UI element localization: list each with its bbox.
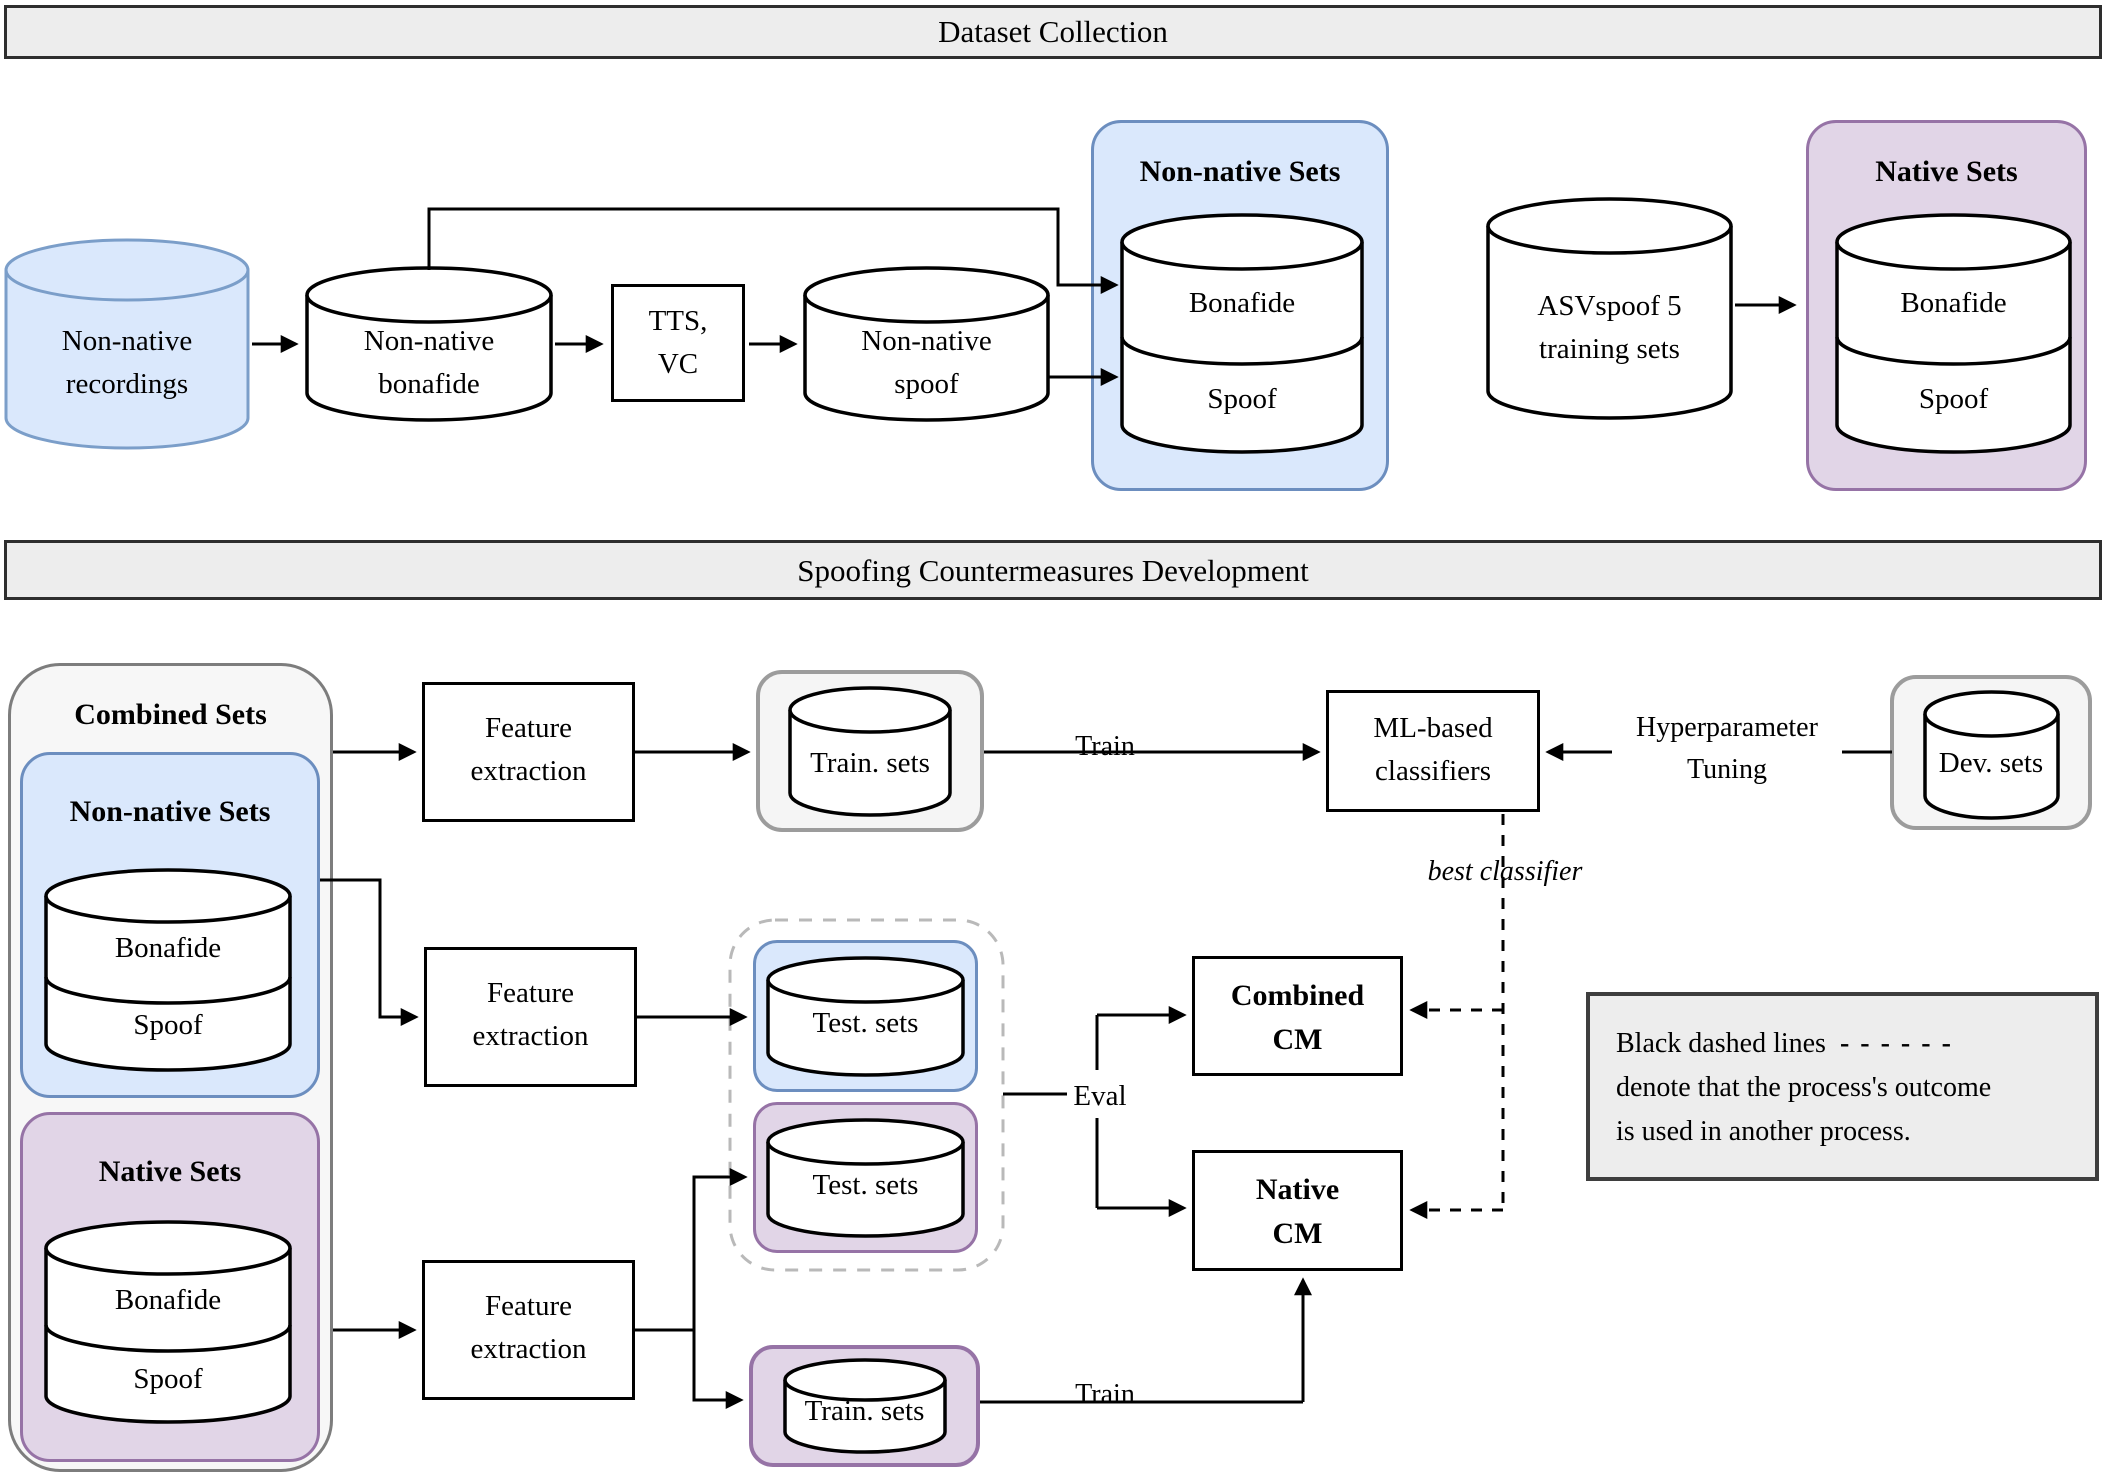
test-sets-native-label: Test. sets: [812, 1169, 919, 1201]
dataset-collection-title: Dataset Collection: [938, 14, 1168, 49]
train-sets-combined-label: Train. sets: [810, 747, 930, 779]
combined-sets-title: Combined Sets: [74, 698, 267, 731]
native-sets-bonafide-label: Bonafide: [1900, 287, 2007, 319]
database-icon-asvspoof: [1486, 197, 1733, 420]
legend-text: Black dashed lines - - - - - - denote th…: [1616, 1028, 1992, 1147]
database-icon-train-sets-combined: [788, 686, 952, 817]
combined-nonnative-title: Non-native Sets: [69, 795, 271, 828]
nonnative-sets-bonafide-label: Bonafide: [1188, 287, 1296, 319]
nonnative-sets-spoof-label: Spoof: [1207, 383, 1277, 415]
native-sets-spoof-label: Spoof: [1918, 383, 1989, 415]
legend-box: [1586, 992, 2099, 1181]
train-sets-native-label: Train. sets: [804, 1395, 925, 1427]
feature-extraction-box-1: [422, 682, 635, 822]
native-cm-box: [1192, 1150, 1403, 1271]
combined-native-spoof-label: Spoof: [133, 1363, 203, 1395]
database-icon-nonnative-recordings: [4, 238, 250, 450]
dev-sets-label: Dev. sets: [1938, 747, 2044, 779]
database-icon-dev-sets: [1923, 690, 2060, 820]
eval-label: Eval: [1073, 1080, 1127, 1112]
arrow-bonafide-to-nonnative-bonafide: [427, 207, 1119, 294]
feature-extraction-box-3: [422, 1260, 635, 1400]
arrow-feature3-to-testsets-native: [692, 1168, 748, 1400]
dataset-collection-header-bar: [4, 5, 2102, 59]
arrow-feature3-to-trainsets-native: [692, 1330, 744, 1409]
database-icon-test-sets-native: [766, 1118, 965, 1238]
database-icon-test-sets-nonnative: [766, 956, 965, 1077]
database-icon-combined-nonnative: [44, 868, 292, 1072]
combined-nonnative-bonafide-label: Bonafide: [114, 932, 222, 964]
nonnative-sets-title: Non-native Sets: [1139, 155, 1341, 188]
test-sets-nonnative-label: Test. sets: [812, 1007, 919, 1039]
tts-vc-label: TTS,VC: [648, 305, 708, 380]
database-icon-train-sets-native: [783, 1358, 947, 1454]
database-icon-nonnative-sets: [1120, 213, 1364, 454]
database-icon-nonnative-bonafide: [305, 266, 553, 422]
train-label-1: Train: [1075, 731, 1135, 762]
combined-nonnative-spoof-label: Spoof: [133, 1009, 203, 1041]
train-label-2: Train: [1075, 1379, 1135, 1410]
best-classifier-label: best classifier: [1427, 856, 1583, 887]
cm-development-title: Spoofing Countermeasures Development: [797, 553, 1309, 588]
combined-native-bonafide-label: Bonafide: [114, 1284, 222, 1316]
combined-native-title: Native Sets: [98, 1155, 242, 1188]
combined-cm-box: [1192, 956, 1403, 1076]
dashed-line-sample: - - - - - -: [1839, 1028, 1953, 1059]
database-icon-nonnative-spoof: [803, 266, 1050, 422]
test-sets-dashed-group: [728, 918, 1005, 1272]
feature-extraction-box-2: [424, 947, 637, 1087]
native-sets-title: Native Sets: [1875, 155, 2018, 188]
database-icon-combined-native: [44, 1220, 292, 1424]
ml-classifiers-box: [1326, 690, 1540, 812]
arrow-nonnative-to-feature2: [320, 878, 419, 1026]
database-icon-native-sets: [1835, 213, 2072, 454]
cm-development-header-bar: [4, 540, 2102, 600]
tts-vc-box: [611, 284, 745, 402]
